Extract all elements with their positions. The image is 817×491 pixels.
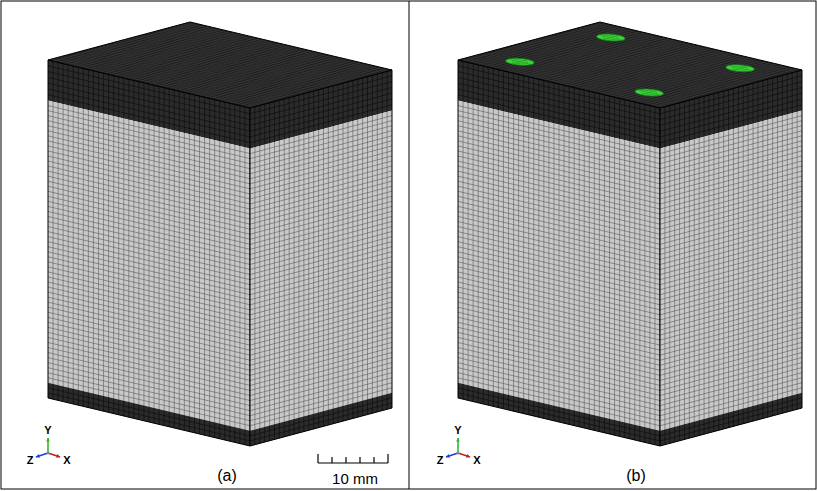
axis-triads <box>36 438 470 458</box>
load-pad-mesh <box>720 63 760 73</box>
top-surface <box>458 22 802 108</box>
face-outline <box>660 70 802 446</box>
panel-label: (a) <box>217 468 237 484</box>
right-face <box>250 70 392 446</box>
axis-head <box>456 438 460 442</box>
mesh-lines <box>48 383 250 446</box>
mesh-lines <box>458 22 802 108</box>
axis-arrow <box>48 453 60 457</box>
face-outline <box>250 70 392 446</box>
mesh-lines <box>458 383 660 446</box>
left-face <box>48 60 250 446</box>
mesh-face <box>660 111 802 431</box>
dark-band <box>250 393 392 446</box>
load-pad <box>629 88 669 98</box>
mesh-face <box>458 101 660 431</box>
mesh-lines <box>48 22 392 108</box>
face-outline <box>48 22 392 108</box>
axis-head <box>56 454 60 458</box>
panel-divider <box>409 1 410 489</box>
load-pad <box>720 63 760 73</box>
load-pad-mesh <box>629 88 669 98</box>
axis-origin <box>457 452 460 455</box>
top-surface <box>48 22 392 108</box>
load-pad <box>591 32 631 42</box>
mesh-face <box>48 101 250 431</box>
axis-label: X <box>473 455 480 466</box>
axis-label: Z <box>437 455 444 466</box>
dark-band <box>660 393 802 446</box>
mesh-lines <box>48 101 250 431</box>
scale-bar <box>318 454 388 463</box>
axis-arrow <box>458 453 470 457</box>
axis-label: Y <box>44 425 51 436</box>
axis-arrow <box>446 453 458 457</box>
mesh-lines <box>458 101 660 431</box>
mesh-group <box>48 22 802 446</box>
axis-head <box>446 454 450 458</box>
top-face <box>458 22 802 108</box>
axis-arrow <box>36 453 48 457</box>
top-face <box>48 22 392 108</box>
load-pad-mesh <box>591 32 631 42</box>
mesh-lines <box>660 111 802 431</box>
axis-label: Y <box>454 425 461 436</box>
axis-head <box>46 438 50 442</box>
mesh-lines <box>250 393 392 446</box>
axis-head <box>36 454 40 458</box>
scale-label: 10 mm <box>332 471 378 486</box>
panel-label: (b) <box>626 468 646 484</box>
axis-origin <box>47 452 50 455</box>
mesh-face <box>250 111 392 431</box>
axis-label: Z <box>27 455 34 466</box>
face-outline <box>458 60 660 446</box>
axis-label: X <box>63 455 70 466</box>
mesh-lines <box>250 111 392 431</box>
face-outline <box>48 60 250 446</box>
right-face <box>660 70 802 446</box>
mesh-lines <box>660 393 802 446</box>
axis-head <box>466 454 470 458</box>
load-pad <box>500 57 540 67</box>
face-outline <box>458 22 802 108</box>
load-pad-mesh <box>500 57 540 67</box>
left-face <box>458 60 660 446</box>
